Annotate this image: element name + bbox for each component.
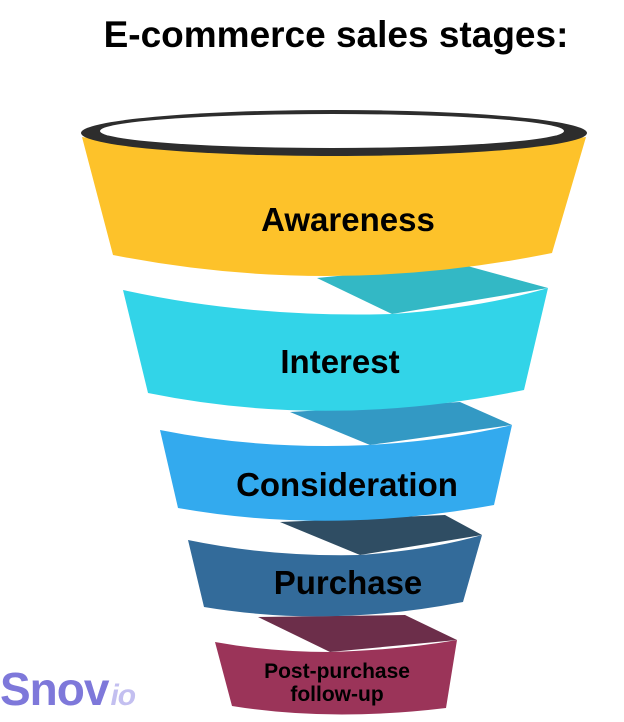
stage-band-awareness (82, 137, 586, 277)
stage-band-interest (123, 288, 548, 411)
stage-label-purchase: Purchase (274, 564, 423, 601)
stage-band-post-purchase (215, 640, 457, 715)
snovio-logo: Snovio (0, 662, 136, 716)
stage-label-interest: Interest (280, 343, 399, 380)
logo-suffix: io (110, 679, 136, 712)
stage-label-post-purchase-line2: follow-up (290, 683, 383, 706)
stage-label-awareness: Awareness (261, 201, 435, 238)
connector-purchase-postpurchase (258, 615, 457, 652)
connector-interest-consideration (290, 402, 512, 445)
connector-consideration-purchase (280, 515, 482, 555)
stage-band-purchase (188, 535, 482, 617)
diagram-title: E-commerce sales stages: (103, 14, 569, 55)
connector-awareness-interest (317, 264, 548, 314)
stage-band-consideration (160, 425, 512, 521)
stage-label-consideration: Consideration (236, 466, 458, 503)
stage-label-post-purchase-line1: Post-purchase (264, 660, 410, 683)
logo-main: Snov (0, 663, 109, 715)
funnel-opening (100, 114, 564, 148)
